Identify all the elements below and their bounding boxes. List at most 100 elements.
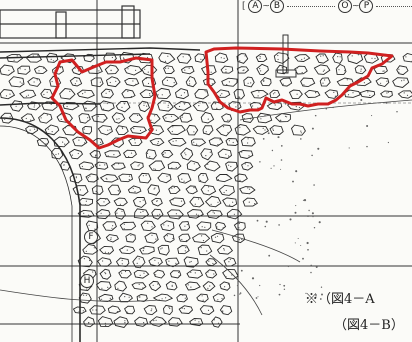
gravel-dot: [283, 284, 286, 287]
stone-speckle: [154, 168, 157, 170]
masonry-stone: [186, 269, 204, 279]
gravel-dot: [239, 292, 242, 294]
stone-speckle: [357, 54, 359, 56]
masonry-stone: [119, 51, 135, 64]
stone-speckle: [138, 164, 140, 166]
masonry-stone: [241, 161, 254, 171]
stone-speckle: [238, 222, 240, 225]
stone-speckle: [207, 271, 209, 273]
stone-speckle: [178, 275, 180, 277]
stone-speckle: [337, 56, 339, 58]
stone-speckle: [84, 91, 86, 93]
stone-speckle: [232, 201, 234, 203]
stone-speckle: [38, 70, 40, 72]
stone-speckle: [212, 211, 214, 213]
stone-speckle: [229, 258, 231, 261]
stone-speckle: [190, 271, 192, 273]
stone-speckle: [34, 128, 36, 130]
stone-speckle: [202, 240, 205, 242]
stone-speckle: [140, 211, 142, 213]
masonry-stone: [139, 245, 155, 255]
stone-speckle: [195, 213, 198, 215]
stone-speckle: [194, 272, 196, 274]
stone-speckle: [324, 79, 326, 81]
masonry-stone: [95, 281, 112, 292]
masonry-stone: [147, 184, 160, 196]
masonry-stone: [119, 221, 137, 231]
masonry-stone: [185, 75, 197, 88]
gravel-dot: [366, 125, 369, 127]
stone-speckle: [105, 324, 107, 326]
stone-speckle: [149, 94, 151, 96]
stone-speckle: [33, 106, 35, 108]
stone-speckle: [274, 92, 276, 94]
masonry-stone: [78, 113, 91, 124]
stone-speckle: [118, 118, 120, 120]
masonry-stone: [89, 150, 101, 159]
stone-speckle: [200, 58, 202, 60]
stone-speckle: [231, 274, 233, 276]
masonry-stone: [60, 53, 77, 64]
stone-speckle: [263, 80, 265, 82]
masonry-stone: [104, 64, 120, 75]
stone-speckle: [320, 55, 322, 57]
masonry-stone: [208, 137, 224, 147]
stone-speckle: [85, 294, 87, 296]
stone-speckle: [18, 102, 20, 104]
stone-speckle: [130, 152, 133, 154]
masonry-stone: [226, 208, 243, 220]
masonry-stone: [238, 150, 254, 159]
stone-speckle: [142, 175, 144, 177]
legend-point-b: B: [269, 0, 284, 13]
stone-speckle: [398, 71, 400, 73]
masonry-stone: [153, 269, 166, 279]
masonry-stone: [315, 53, 329, 64]
masonry-stone: [196, 293, 209, 303]
stone-speckle: [125, 311, 128, 313]
gravel-dot: [315, 294, 317, 296]
survey-marker-h: H: [80, 274, 94, 288]
stone-speckle: [181, 178, 183, 180]
masonry-stone: [200, 65, 217, 75]
masonry-stone: [138, 100, 151, 113]
stone-speckle: [213, 319, 215, 321]
stone-speckle: [117, 287, 119, 289]
stone-speckle: [116, 118, 118, 120]
stone-speckle: [92, 271, 94, 273]
masonry-stone: [20, 113, 36, 123]
stone-speckle: [369, 94, 371, 97]
masonry-stone: [202, 281, 216, 292]
stone-speckle: [92, 309, 94, 311]
stone-speckle: [173, 82, 175, 84]
stone-speckle: [24, 68, 26, 71]
masonry-stone: [233, 88, 246, 100]
stone-speckle: [132, 80, 134, 82]
masonry-stone: [155, 87, 172, 100]
masonry-stone: [167, 161, 182, 170]
stone-speckle: [100, 141, 102, 143]
stone-speckle: [159, 213, 161, 215]
figure-reference-b: （図4－B）: [334, 318, 404, 333]
masonry-stone: [143, 305, 158, 316]
stone-speckle: [138, 114, 141, 116]
stone-speckle: [103, 119, 105, 121]
masonry-stone: [192, 233, 211, 244]
gravel-dot: [314, 114, 317, 117]
masonry-stone: [324, 89, 339, 99]
masonry-stone: [36, 137, 50, 147]
masonry-stone: [151, 197, 163, 207]
masonry-stone: [161, 150, 174, 159]
arch-opening: [0, 117, 81, 342]
stone-speckle: [207, 163, 209, 165]
masonry-stone: [180, 66, 195, 75]
masonry-stone: [220, 65, 234, 74]
stone-speckle: [137, 114, 139, 116]
stone-speckle: [147, 82, 150, 85]
stone-speckle: [41, 141, 43, 143]
stone-speckle: [247, 138, 249, 140]
stone-speckle: [157, 283, 159, 285]
masonry-stone: [27, 101, 41, 111]
masonry-stone: [169, 270, 182, 279]
stone-speckle: [104, 322, 106, 324]
stone-speckle: [193, 163, 195, 165]
